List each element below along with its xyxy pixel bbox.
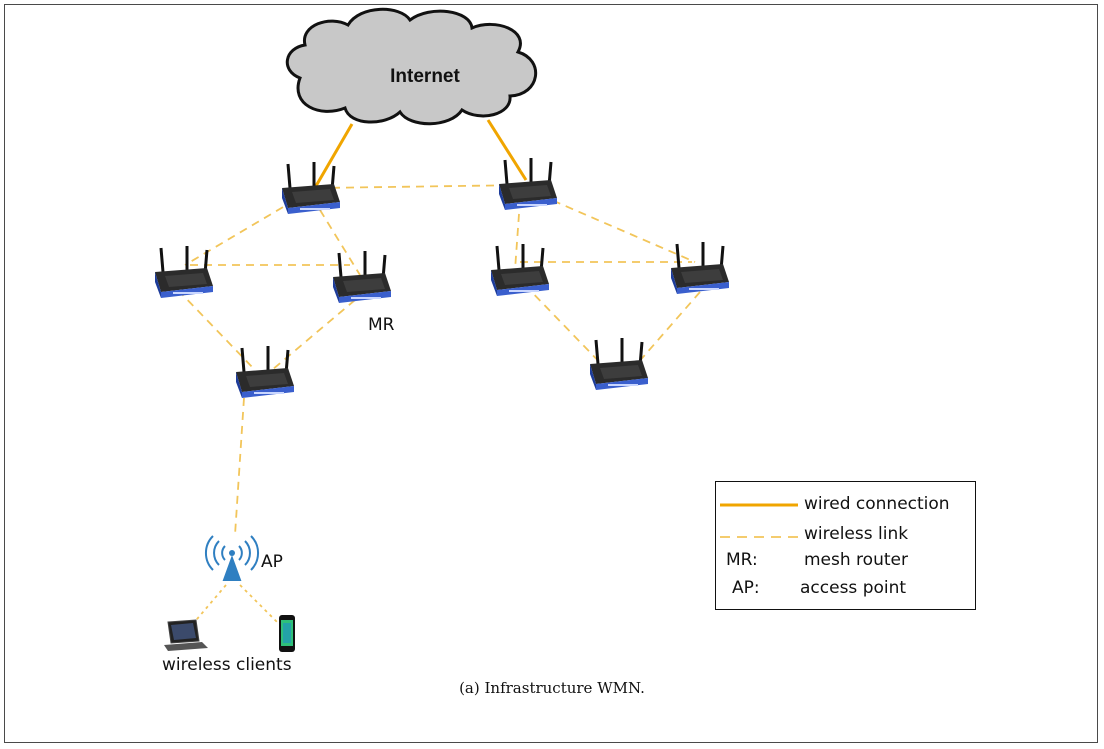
internet-cloud: Internet [285,7,537,126]
figure-caption: (a) Infrastructure WMN. [459,679,645,697]
cloud-label: Internet [390,66,460,87]
ap-label: AP [261,552,283,572]
mesh-router-icon [234,344,296,400]
wireless-link [317,184,529,189]
legend-wireless-label: wireless link [804,524,909,544]
mesh-router-icon [669,240,731,296]
wireless-link [514,199,521,271]
legend-wired-label: wired connection [804,494,950,514]
access-point-icon [204,535,260,581]
legend-ap-key: AP: [732,578,760,598]
mesh-router-icon [331,249,393,305]
wireless-link [239,584,286,631]
smartphone-icon [279,615,295,652]
mr-label: MR [368,315,395,335]
legend-ap-value: access point [800,578,907,598]
wired-link-right [486,119,528,181]
legend-mr-key: MR: [726,550,758,570]
mesh-router-icon [280,160,342,216]
wireless-clients-label: wireless clients [162,655,292,675]
wireless-link [184,199,296,266]
wired-links [314,119,528,187]
wireless-link [271,299,356,371]
wireless-link [177,289,256,371]
legend-swatches [720,503,798,538]
laptop-icon [164,619,208,651]
wireless-link [319,209,361,276]
mesh-router-icon [497,156,559,212]
mesh-router-icon [588,336,650,392]
legend: wired connection wireless link MR: mesh … [715,481,976,610]
figure-frame [4,4,1098,743]
legend-mr-value: mesh router [804,550,908,570]
wireless-links [177,184,701,633]
wireless-link [539,194,696,263]
wired-link-left [314,123,354,187]
wireless-link [234,397,245,536]
mesh-router-icon [489,242,551,298]
